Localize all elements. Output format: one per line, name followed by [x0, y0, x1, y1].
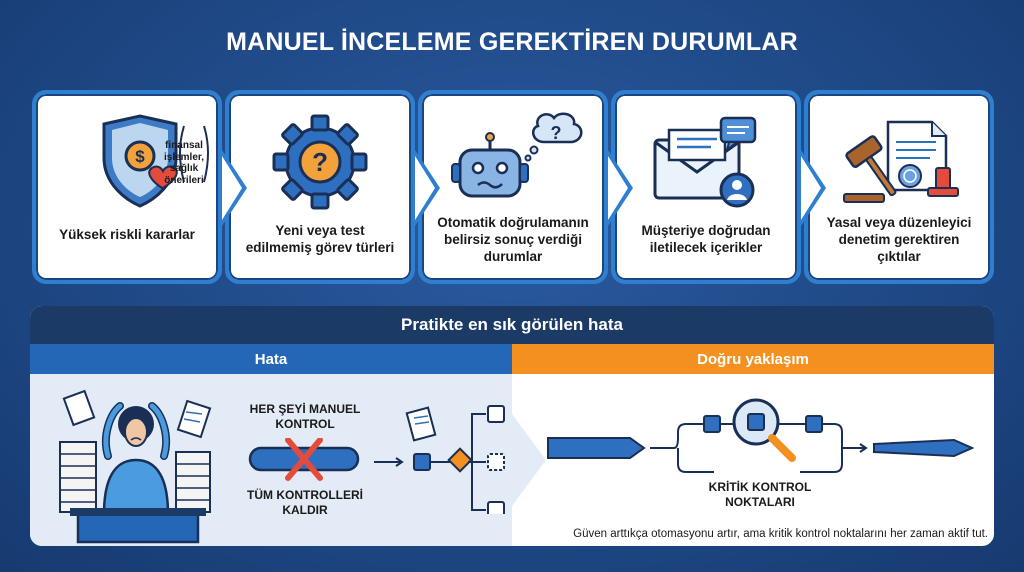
card-label: Yasal veya düzenleyici denetim gerektire…: [826, 215, 972, 264]
unstructured-flow-icon: [370, 404, 510, 519]
wrong-option-top: HER ŞEYİ MANUEL KONTROL: [249, 402, 361, 431]
wrong-option-bottom: TÜM KONTROLLERİ KALDIR: [247, 488, 363, 517]
page-title: MANUEL İNCELEME GEREKTİREN DURUMLAR: [226, 28, 798, 56]
card-label: Yeni veya test edilmemiş görev türleri: [245, 223, 395, 255]
column-headers: Hata Doğru yaklaşım: [30, 344, 994, 374]
gavel-document-icon: [808, 112, 990, 212]
panel-header: Pratikte en sık görülen hata: [30, 306, 994, 344]
svg-text:?: ?: [312, 147, 328, 177]
card-high-risk: $ finansal işlemler, sağlık önerileri Yü…: [32, 90, 222, 284]
flow-chevron: [415, 156, 435, 220]
svg-text:?: ?: [551, 123, 562, 143]
card-label: Müşteriye doğrudan iletilecek içerikler: [641, 223, 771, 255]
svg-text:$: $: [135, 147, 145, 166]
scenario-cards: $ finansal işlemler, sağlık önerileri Yü…: [32, 90, 994, 286]
shield-dollar-heart-icon: $: [36, 112, 218, 212]
envelope-user-icon: [615, 112, 797, 212]
guidance-note: Güven arttıkça otomasyonu artır, ama kri…: [573, 528, 988, 540]
gear-question-icon: ?: [229, 112, 411, 212]
confused-robot-icon: ?: [422, 112, 604, 212]
flow-chevron: [608, 156, 628, 220]
card-legal-review: Yasal veya düzenleyici denetim gerektire…: [804, 90, 994, 284]
crossed-bar-icon: [248, 437, 360, 487]
mistake-column-title: Hata: [30, 344, 512, 374]
card-new-task: ? Yeni veya test edilmemiş görev türleri: [225, 90, 415, 284]
card-label: Otomatik doğrulamanın belirsiz sonuç ver…: [437, 215, 589, 264]
card-label: Yüksek riskli kararlar: [59, 227, 195, 242]
card-uncertain-verification: ? Otomatik doğrulamanın belirsiz sonuç v…: [418, 90, 608, 284]
flow-chevron: [801, 156, 821, 220]
card-customer-content: Müşteriye doğrudan iletilecek içerikler: [611, 90, 801, 284]
divider-chevron: [512, 414, 546, 506]
common-mistake-panel: Pratikte en sık görülen hata Hata Doğru …: [30, 306, 994, 546]
flow-chevron: [222, 156, 242, 220]
panel-body: HER ŞEYİ MANUEL KONTROL TÜM KONTROLLERİ …: [30, 374, 994, 546]
checkpoints-label: KRİTİK KONTROL NOKTALARI: [708, 480, 812, 509]
overwhelmed-person-icon: [48, 384, 228, 546]
card-note: finansal işlemler, sağlık önerileri: [163, 140, 205, 186]
correct-column-title: Doğru yaklaşım: [512, 344, 994, 374]
checkpoint-flow-icon: [544, 394, 975, 509]
